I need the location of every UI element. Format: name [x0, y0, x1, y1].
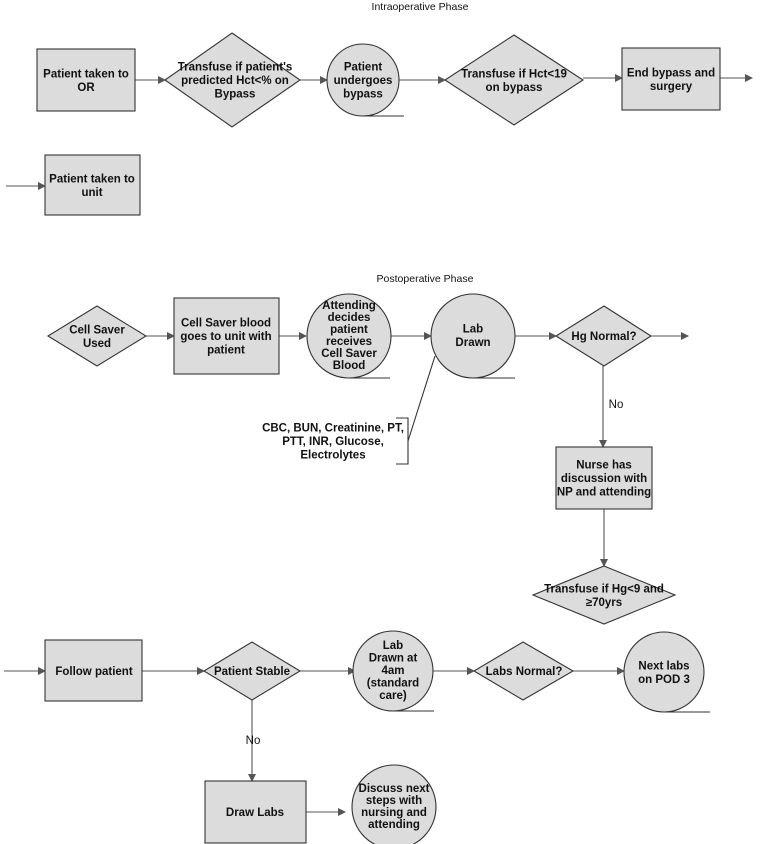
node-cell-saver-blood-box	[173, 297, 280, 375]
label-follow-patient: Follow patient	[55, 666, 132, 678]
node-hg-normal-diamond	[554, 305, 653, 367]
node-discuss-next-circle	[351, 764, 437, 844]
phase-title-intraoperative: Intraoperative Phase	[372, 1, 469, 13]
label-lab-panel: CBC, BUN, Creatinine, PT,PTT, INR, Gluco…	[262, 423, 404, 462]
node-end-bypass-box	[621, 47, 721, 111]
node-labs-normal-diamond	[472, 641, 575, 701]
nodes	[36, 32, 721, 844]
label-patient-stable: Patient Stable	[214, 666, 290, 678]
label-transfuse-hg: Transfuse if Hg<9 and≥70yrs	[544, 583, 664, 609]
node-transfuse-hct-diamond	[443, 34, 585, 126]
node-cell-saver-used-diamond	[46, 305, 148, 367]
label-labs-normal: Labs Normal?	[486, 666, 563, 678]
node-transfuse-predicted-diamond	[164, 32, 301, 128]
phase-title-postoperative: Postoperative Phase	[377, 273, 474, 285]
label-draw-labs: Draw Labs	[226, 807, 284, 819]
node-transfuse-hg-diamond	[531, 565, 677, 625]
lab-panel-connector	[407, 355, 436, 442]
edge-label-stable-no: No	[246, 735, 261, 747]
node-patient-stable-diamond	[202, 641, 302, 701]
edge-label-hg-no: No	[609, 399, 624, 411]
node-draw-labs-box	[204, 780, 307, 844]
node-follow-patient-box	[44, 639, 143, 702]
edges	[4, 74, 753, 816]
node-patient-to-or-box	[36, 48, 136, 112]
node-patient-to-unit-box	[44, 154, 141, 216]
label-hg-normal: Hg Normal?	[571, 331, 636, 343]
node-nurse-discussion-box	[555, 446, 653, 510]
